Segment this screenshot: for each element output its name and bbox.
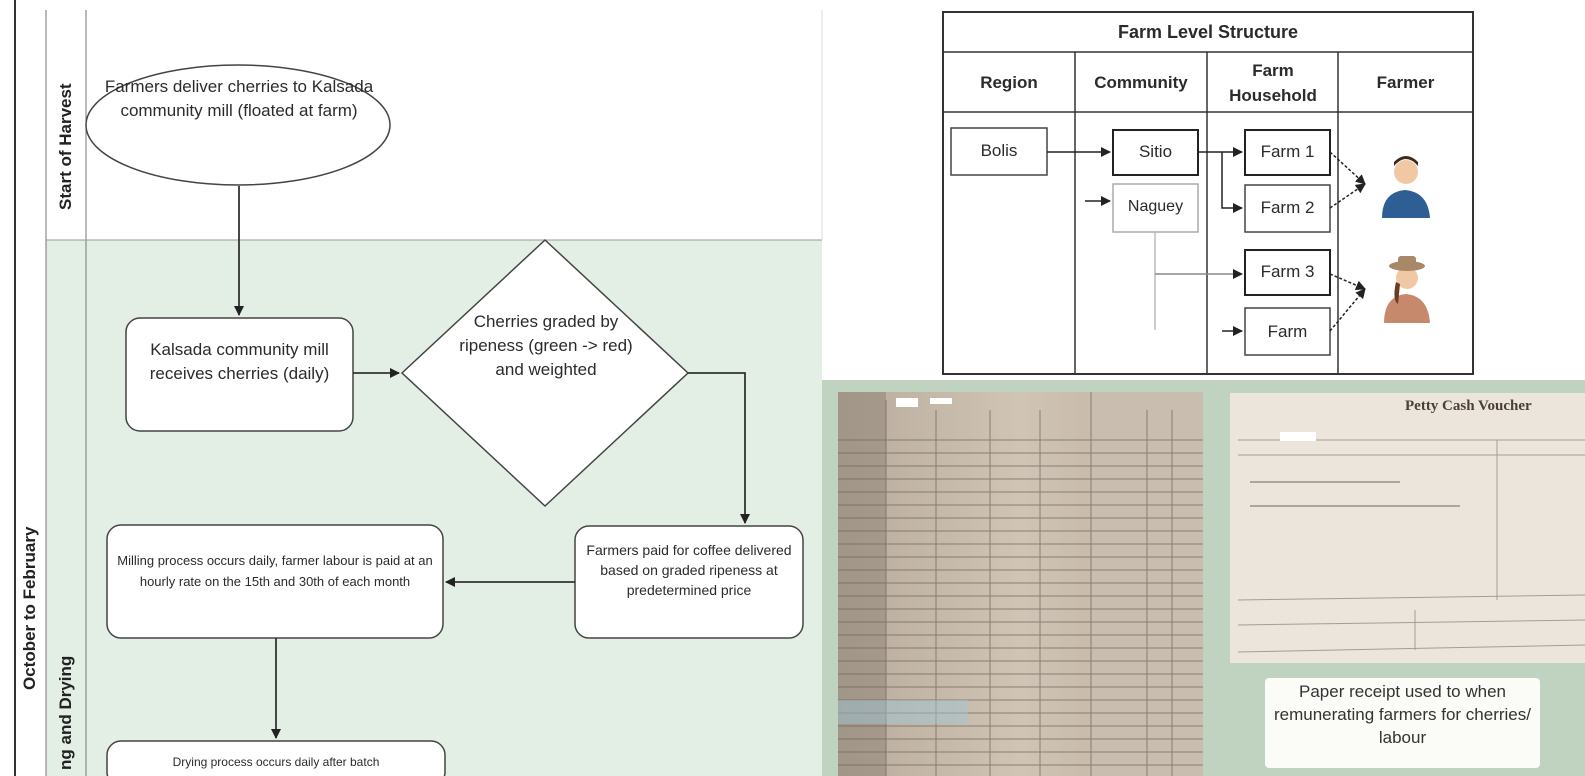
farm-4-label: Farm [1267,322,1308,341]
farm-node-4 [1244,307,1331,356]
deliver-ellipse [85,64,391,186]
header-community: Community [1094,73,1188,92]
deliver-text: Farmers deliver cherries to Kalsada comm… [104,77,374,120]
ledger-photo [838,392,1203,776]
milling-text: Milling process occurs daily, farmer lab… [117,553,433,589]
flow-arrows [234,186,750,739]
region-node [950,127,1048,176]
voucher-photo [1230,393,1585,663]
grade-diamond [400,238,690,508]
drying-box [106,740,446,776]
receipt-caption: Paper receipt used to when remunerating … [1265,678,1540,768]
farm-2-label: Farm 2 [1260,198,1315,217]
mill-text: Kalsada community mill receives cherries… [149,340,330,383]
header-farm-household: Farm Household [1229,61,1317,105]
farm-node-3 [1244,249,1331,296]
region-node-label: Bolis [980,141,1018,160]
drying-text: Drying process occurs daily after batch [172,755,380,769]
header-region: Region [980,73,1038,92]
lane-processing-label: ng and Drying [56,655,75,770]
header-farmer: Farmer [1376,73,1435,92]
farm-1-label: Farm 1 [1260,142,1315,161]
farm-structure-title: Farm Level Structure [1117,22,1299,42]
community-node-naguey [1112,183,1199,233]
timeframe-label: October to February [20,526,39,690]
community-naguey-label: Naguey [1127,198,1184,215]
voucher-title: Petty Cash Voucher [1405,398,1532,414]
female-farmer-icon [1384,256,1430,323]
grade-text: Cherries graded by ripeness (green -> re… [459,312,633,379]
farm-structure-table [942,11,1474,375]
mill-box [125,317,354,432]
male-farmer-icon [1382,156,1430,218]
structure-connectors [1047,147,1366,336]
milling-box [106,524,444,639]
farm-3-label: Farm 3 [1260,262,1315,281]
community-sitio-label: Sitio [1138,142,1173,161]
lane-start-of-harvest-label: Start of Harvest [56,83,75,210]
farm-node-2 [1244,184,1331,233]
paid-text: Farmers paid for coffee delivered based … [586,542,792,598]
